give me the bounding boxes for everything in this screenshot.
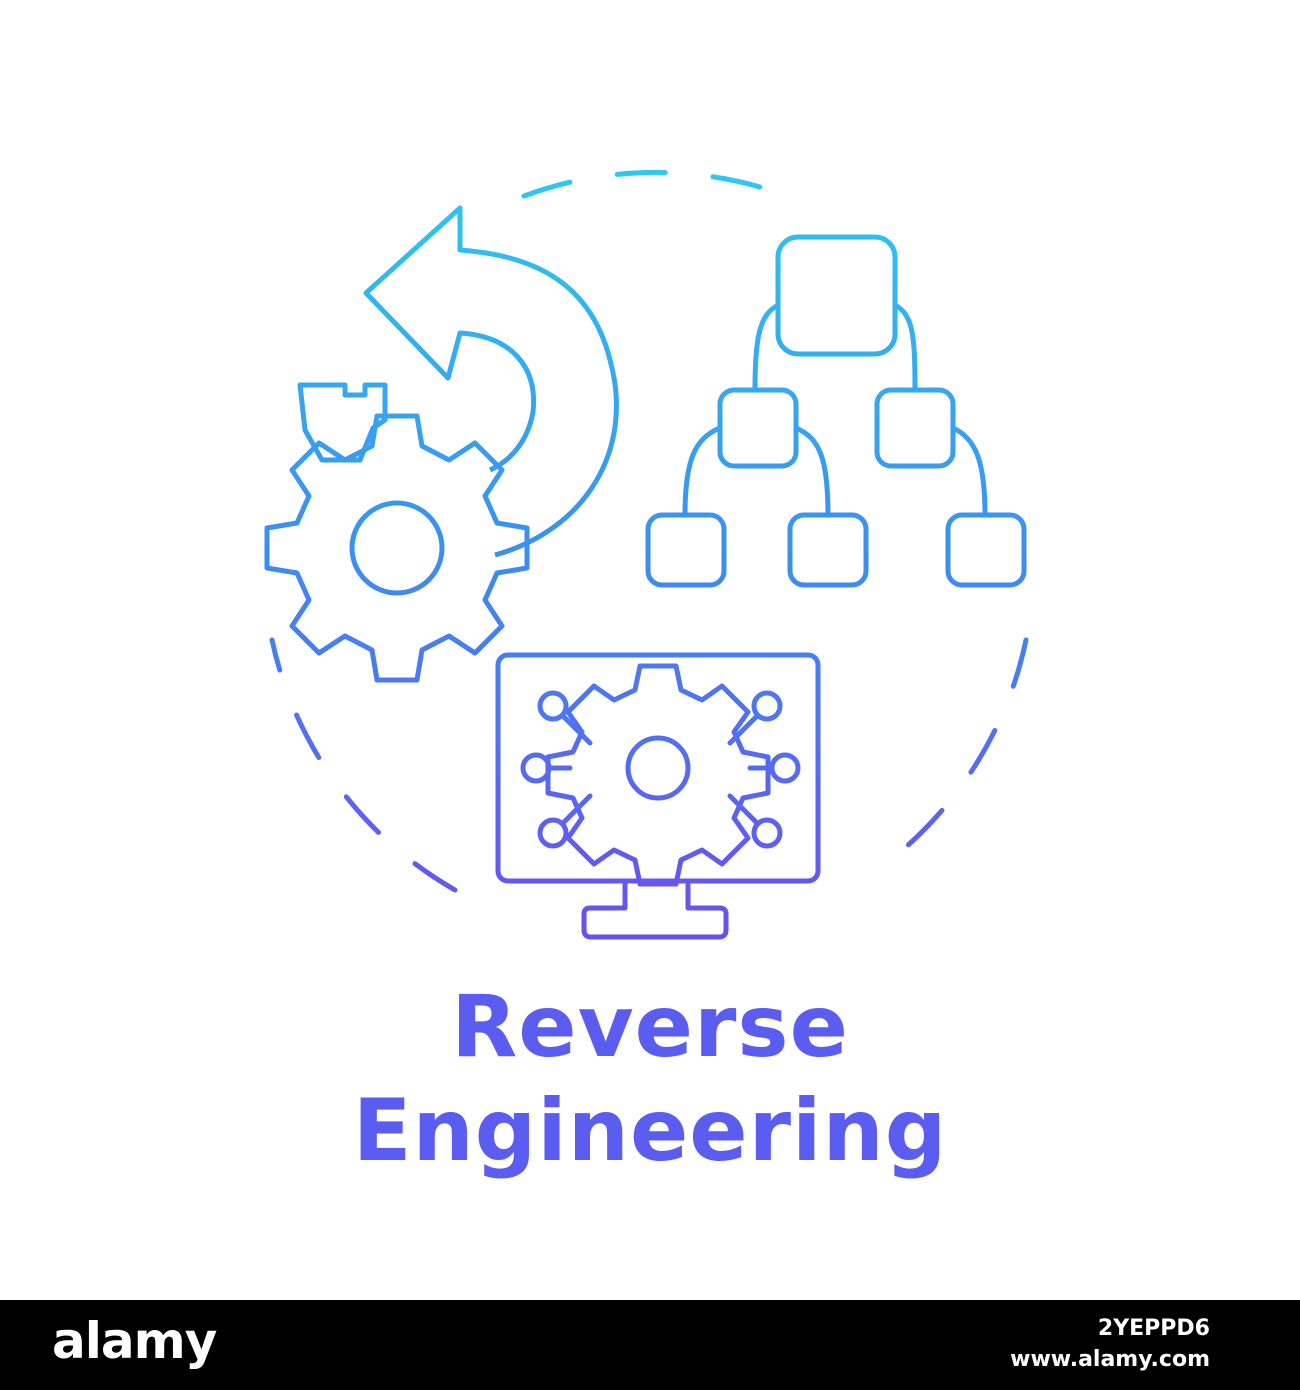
site-url: www.alamy.com bbox=[1010, 1347, 1210, 1372]
reverse-engineering-illustration bbox=[264, 169, 1029, 940]
footer-info: 2YEPPD6 www.alamy.com bbox=[1010, 1314, 1210, 1376]
watermark-footer: alamy 2YEPPD6 www.alamy.com bbox=[0, 1300, 1300, 1390]
caption-title: Reverse Engineering bbox=[0, 975, 1300, 1183]
gear-icon bbox=[264, 382, 530, 683]
network-gear-icon bbox=[520, 663, 801, 887]
reverse-arrow-icon bbox=[363, 205, 619, 558]
dashed-circle-frame bbox=[269, 169, 1029, 893]
caption-line-1: Reverse bbox=[451, 977, 849, 1077]
caption-line-2: Engineering bbox=[352, 1081, 948, 1181]
image-id: 2YEPPD6 bbox=[1097, 1316, 1210, 1341]
alamy-logo: alamy bbox=[52, 1312, 217, 1370]
computer-monitor-icon bbox=[495, 652, 821, 940]
hierarchy-tree-icon bbox=[645, 234, 1027, 588]
